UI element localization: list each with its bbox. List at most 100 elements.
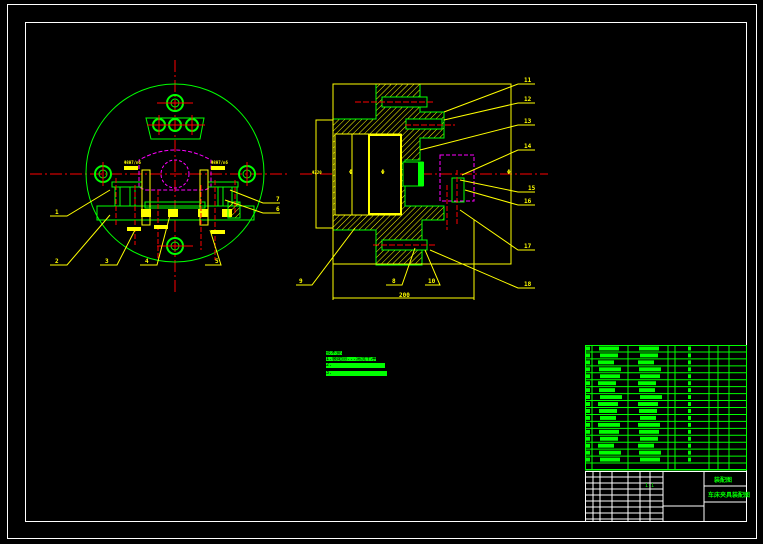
parts-list-cell-text — [586, 429, 590, 434]
dim-bore2: Φ — [381, 169, 385, 176]
title-block — [585, 471, 747, 522]
parts-list-cell-text — [598, 422, 620, 427]
balloon-13: 13 — [524, 118, 532, 125]
notes-line-1: 1.装配前...清洗干净 — [326, 357, 376, 361]
parts-list-cell-text — [638, 422, 660, 427]
parts-list-cell-text — [639, 367, 661, 372]
balloon-12: 12 — [524, 96, 532, 103]
parts-list-cell-text — [586, 450, 590, 455]
parts-list-cell-text — [598, 443, 614, 448]
parts-list-cell-text — [688, 388, 691, 393]
parts-list-cell-text — [600, 395, 622, 400]
bolt-holes — [94, 94, 256, 255]
parts-list-cell-text — [639, 450, 661, 455]
scale-value: 1:1 — [645, 483, 655, 489]
parts-list-cell-text — [688, 429, 691, 434]
parts-list-cell-text — [638, 381, 656, 386]
parts-list-cell-text — [688, 381, 691, 386]
parts-list-cell-text — [586, 402, 590, 406]
parts-list-cell-text — [640, 395, 662, 400]
parts-list-cell-text — [600, 457, 620, 462]
inner-frame — [25, 22, 747, 522]
parts-list-cell-text — [688, 402, 691, 406]
parts-list-cell-text — [688, 422, 691, 427]
parts-list-cell-text — [640, 415, 656, 420]
parts-list-cell-text — [639, 409, 657, 413]
front-view — [30, 60, 290, 295]
parts-list-cell-text — [639, 388, 655, 393]
parts-list-cell-text — [599, 346, 619, 351]
parts-list-cell-text — [586, 360, 590, 365]
parts-list-cell-text — [586, 422, 590, 427]
dim-right: Φ — [507, 169, 511, 176]
balloon-4: 4 — [145, 258, 149, 265]
parts-list-cell-text — [640, 353, 658, 358]
notes-heading: 技术要求 — [326, 351, 342, 355]
balance-block — [145, 117, 205, 140]
parts-list-cell-text — [586, 436, 590, 441]
notes-line-3: 3. — [326, 371, 387, 376]
workpiece-outline — [138, 149, 212, 191]
parts-list-cell-text — [688, 415, 691, 420]
parts-list-cell-text — [586, 415, 590, 420]
balloon-3: 3 — [105, 258, 109, 265]
balloon-7: 7 — [276, 196, 280, 203]
parts-list-cell-text — [639, 346, 659, 351]
parts-list-cell-text — [688, 457, 691, 462]
parts-list-cell-text — [688, 360, 691, 365]
dim-left-dia: Φ220 — [312, 170, 322, 175]
balloon-15: 15 — [528, 185, 536, 192]
balloon-5: 5 — [215, 258, 219, 265]
parts-list-cell-text — [600, 353, 618, 358]
base-plate — [96, 205, 255, 221]
parts-list-cell-text — [640, 374, 660, 379]
parts-list-cell-text — [586, 443, 590, 448]
parts-list-cell-text — [688, 367, 691, 372]
section-view — [296, 83, 548, 300]
parts-list-cell-text — [586, 367, 590, 372]
balloon-18: 18 — [524, 281, 532, 288]
parts-list-cell-text — [640, 436, 658, 441]
dim-width: 200 — [399, 292, 410, 299]
parts-list-cell-text — [638, 443, 654, 448]
fit-2: Φ8H7/n6 — [211, 160, 228, 165]
parts-list-cell-text — [586, 353, 590, 358]
parts-list-cell-text — [600, 374, 620, 379]
parts-list-cell-text — [639, 429, 659, 434]
parts-list — [585, 345, 747, 471]
outer-frame — [7, 4, 757, 539]
balloon-11: 11 — [524, 77, 532, 84]
balloon-6: 6 — [276, 206, 280, 213]
drawing-title: 车床夹具装配图 — [708, 492, 751, 499]
dim-bore1: Φ — [349, 169, 353, 176]
parts-list-cell-text — [688, 395, 691, 400]
parts-list-cell-text — [640, 457, 660, 462]
faceplate-circle — [85, 83, 265, 263]
parts-list-cell-text — [598, 360, 614, 365]
parts-list-cell-text — [599, 409, 617, 413]
balloon-17: 17 — [524, 243, 532, 250]
parts-list-cell-text — [586, 457, 590, 462]
balloon-2: 2 — [55, 258, 59, 265]
parts-list-cell-text — [688, 346, 691, 351]
parts-list-cell-text — [688, 436, 691, 441]
parts-list-cell-text — [586, 388, 590, 393]
drawing-subtitle: 装配图 — [714, 477, 733, 484]
parts-list-cell-text — [599, 367, 621, 372]
parts-list-cell-text — [688, 450, 691, 455]
fit-1: Φ8H7/n6 — [124, 160, 141, 165]
balloon-10: 10 — [428, 278, 436, 285]
balloon-8b: 8 — [392, 278, 396, 285]
parts-list-cell-text — [599, 388, 615, 393]
parts-list-cell-text — [599, 429, 619, 434]
parts-list-cell-text — [688, 409, 691, 413]
parts-list-cell-text — [688, 443, 691, 448]
parts-list-cell-text — [688, 353, 691, 358]
parts-list-cell-text — [688, 374, 691, 379]
parts-list-cell-text — [600, 415, 616, 420]
notes-line-2: 2. — [326, 363, 385, 368]
balloon-9: 9 — [299, 278, 303, 285]
parts-list-cell-text — [599, 450, 621, 455]
balloon-14: 14 — [524, 143, 532, 150]
